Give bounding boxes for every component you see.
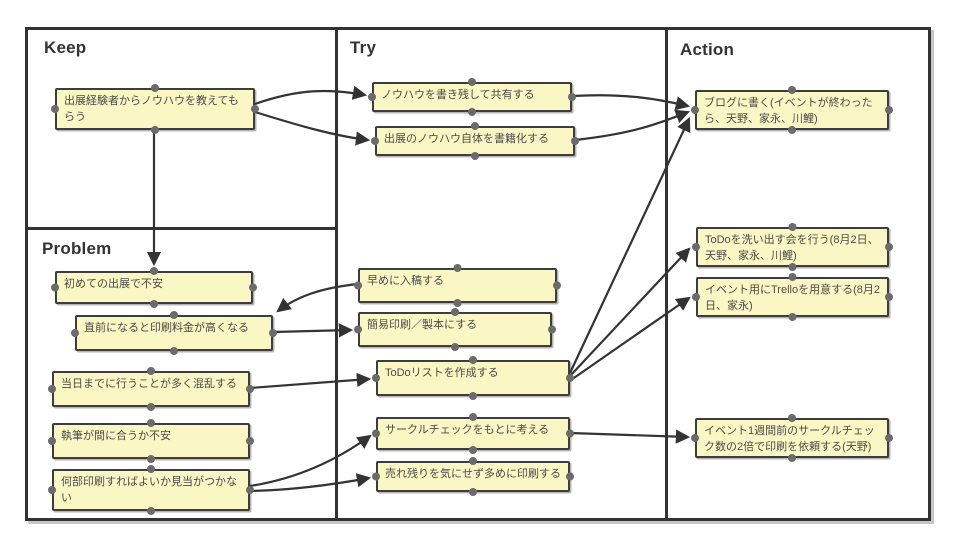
sticky-note-prob-print-cost[interactable]: 直前になると印刷料金が高くなる: [75, 315, 273, 351]
lane-header-keep: Keep: [44, 38, 87, 57]
lane-divider-keep-try: [335, 27, 338, 521]
sticky-note-try-early-submit[interactable]: 早めに入稿する: [358, 268, 557, 303]
lane-header-action: Action: [680, 40, 735, 59]
lane-header-try: Try: [350, 38, 377, 57]
sticky-note-try-circle-check[interactable]: サークルチェックをもとに考える: [376, 417, 570, 450]
sticky-note-prob-writing-time[interactable]: 執筆が間に合うか不安: [52, 423, 250, 459]
lane-divider-try-action: [665, 27, 668, 521]
sticky-note-action-trello[interactable]: イベント用にTrelloを用意する(8月2日、家永): [696, 277, 889, 317]
lane-header-problem: Problem: [42, 239, 112, 258]
sticky-note-prob-confusion[interactable]: 当日までに行うことが多く混乱する: [52, 371, 250, 407]
sticky-note-action-blog[interactable]: ブログに書く(イベントが終わったら、天野、家永、川鯉): [695, 90, 889, 130]
sticky-note-prob-copy-count[interactable]: 何部印刷すればよいか見当がつかない: [52, 469, 250, 511]
sticky-note-action-todo-meet[interactable]: ToDoを洗い出す会を行う(8月2日、天野、家永、川鯉): [696, 227, 889, 267]
sticky-note-try-book-knowhow[interactable]: 出展のノウハウ自体を書籍化する: [375, 126, 575, 156]
sticky-note-try-print-more[interactable]: 売れ残りを気にせず多めに印刷する: [376, 461, 570, 492]
sticky-note-keep-knowhow[interactable]: 出展経験者からノウハウを教えてもらう: [55, 88, 255, 130]
sticky-note-try-simple-print[interactable]: 簡易印刷／製本にする: [358, 312, 552, 347]
board-frame: [25, 27, 931, 521]
sticky-note-action-print-order[interactable]: イベント1週間前のサークルチェック数の2倍で印刷を依頼する(天野): [695, 418, 889, 458]
sticky-note-try-share-knowhow[interactable]: ノウハウを書き残して共有する: [372, 82, 572, 112]
sticky-note-prob-first-anxiety[interactable]: 初めての出展で不安: [55, 271, 253, 304]
lane-divider-keep-problem: [25, 227, 338, 230]
sticky-note-try-todo-list[interactable]: ToDoリストを作成する: [376, 360, 570, 396]
